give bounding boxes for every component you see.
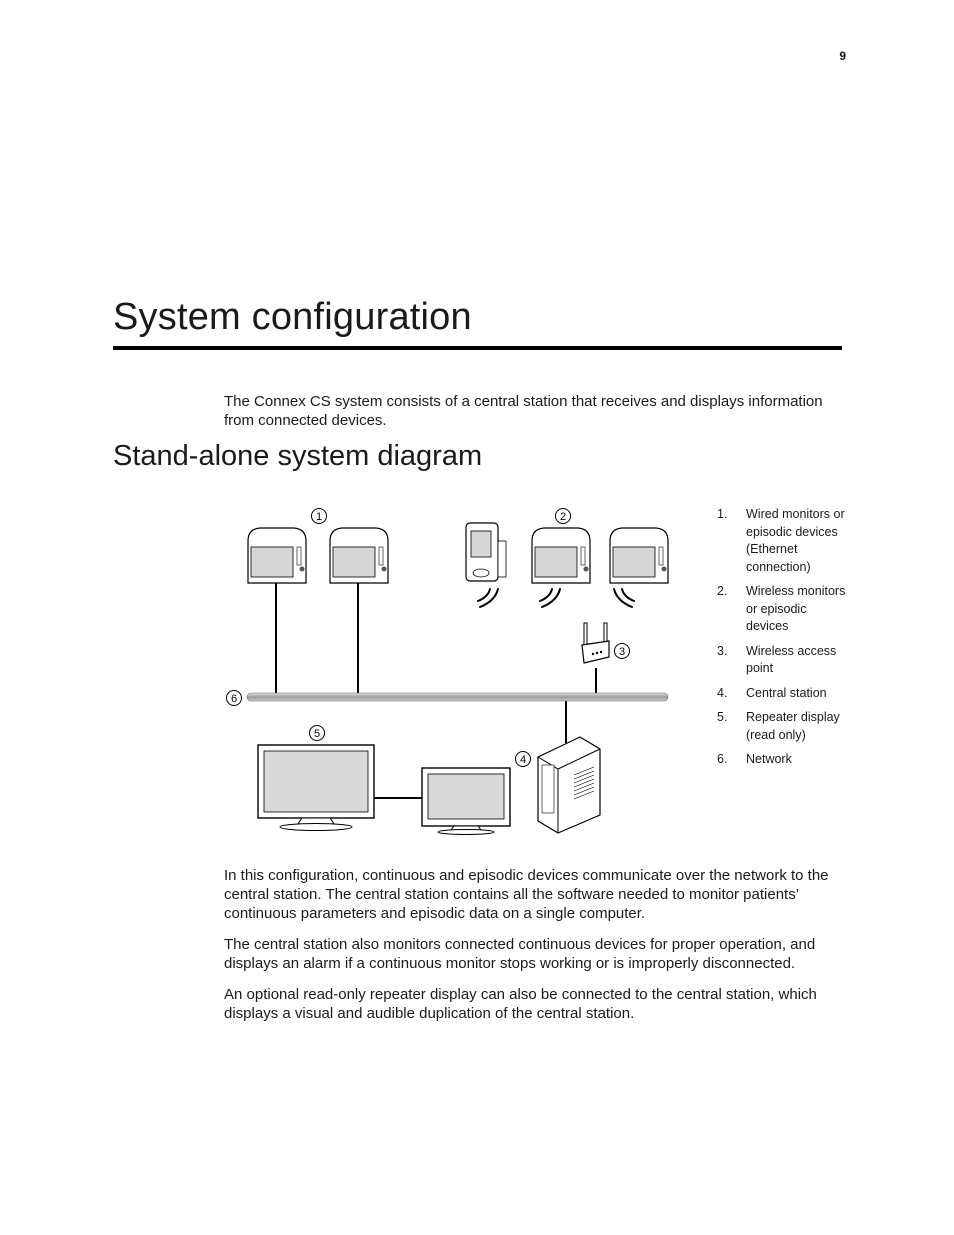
episodic-device-icon [466, 523, 506, 581]
legend-number: 3. [717, 643, 746, 678]
callout-5: 5 [310, 726, 325, 741]
title-rule [113, 346, 842, 350]
legend-number: 4. [717, 685, 746, 703]
repeater-display-icon [258, 745, 374, 831]
callout-4-label: 4 [520, 754, 526, 766]
body-text: In this configuration, continuous and ep… [224, 866, 846, 1035]
callout-2: 2 [556, 509, 571, 524]
legend-item: 1.Wired monitors or episodic devices (Et… [717, 506, 847, 576]
body-paragraph: In this configuration, continuous and ep… [224, 866, 846, 923]
wired-monitor-icon [248, 528, 306, 583]
callout-1-label: 1 [316, 511, 322, 523]
central-station-tower-icon [538, 737, 600, 833]
callout-1: 1 [312, 509, 327, 524]
section-title: Stand-alone system diagram [113, 440, 482, 473]
legend-number: 2. [717, 583, 746, 636]
network-bus [247, 693, 668, 701]
page-number: 9 [826, 49, 846, 63]
legend-item: 5.Repeater display (read only) [717, 709, 847, 744]
legend-item: 6.Network [717, 751, 847, 769]
body-paragraph: An optional read-only repeater display c… [224, 985, 846, 1023]
diagram-legend: 1.Wired monitors or episodic devices (Et… [717, 506, 847, 776]
legend-item: 3.Wireless access point [717, 643, 847, 678]
legend-text: Central station [746, 685, 847, 703]
legend-text: Wireless monitors or episodic devices [746, 583, 847, 636]
callout-3-label: 3 [619, 646, 625, 658]
callout-5-label: 5 [314, 728, 320, 740]
legend-item: 2.Wireless monitors or episodic devices [717, 583, 847, 636]
system-diagram: 1 2 3 4 5 6 [222, 503, 682, 835]
callout-4: 4 [516, 752, 531, 767]
body-paragraph: The central station also monitors connec… [224, 935, 846, 973]
chapter-title: System configuration [113, 296, 472, 339]
legend-text: Network [746, 751, 847, 769]
callout-2-label: 2 [560, 511, 566, 523]
callout-3: 3 [615, 644, 630, 659]
callout-6-label: 6 [231, 693, 237, 705]
legend-text: Wired monitors or episodic devices (Ethe… [746, 506, 847, 576]
central-monitor-icon [422, 768, 510, 835]
wireless-monitor-icon [610, 528, 668, 583]
legend-number: 1. [717, 506, 746, 576]
legend-item: 4.Central station [717, 685, 847, 703]
intro-paragraph: The Connex CS system consists of a centr… [224, 392, 824, 430]
legend-number: 5. [717, 709, 746, 744]
legend-text: Repeater display (read only) [746, 709, 847, 744]
callout-6: 6 [227, 691, 242, 706]
access-point-icon [582, 623, 609, 663]
wireless-signal-icon [478, 589, 634, 607]
wireless-monitor-icon [532, 528, 590, 583]
legend-number: 6. [717, 751, 746, 769]
legend-text: Wireless access point [746, 643, 847, 678]
wired-monitor-icon [330, 528, 388, 583]
